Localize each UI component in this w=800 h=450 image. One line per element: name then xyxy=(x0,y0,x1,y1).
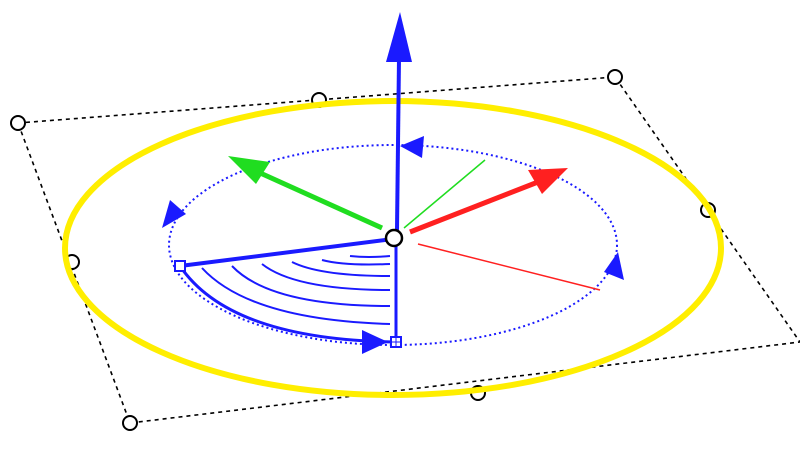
bbox-corner-handle-top-left[interactable] xyxy=(10,115,26,131)
z-axis-shaft[interactable] xyxy=(395,57,401,231)
z-axis-arrow-icon[interactable] xyxy=(386,12,412,62)
x-axis-reference-line xyxy=(417,243,601,291)
bbox-corner-handle-bottom-left[interactable] xyxy=(122,415,138,431)
sweep-end-arrow-icon xyxy=(362,330,388,354)
x-axis-arrow-icon[interactable] xyxy=(528,168,568,194)
pivot-center-handle[interactable] xyxy=(384,228,404,248)
inner-rotation-ellipse[interactable] xyxy=(168,144,618,346)
rotation-arrow-right-icon xyxy=(604,252,624,280)
rotation-arrow-left-icon xyxy=(162,200,186,228)
y-axis-reference-line xyxy=(403,159,486,229)
y-axis-shaft[interactable] xyxy=(256,169,384,231)
bbox-corner-handle-top-right[interactable] xyxy=(607,69,623,85)
x-axis-shaft[interactable] xyxy=(409,179,539,235)
angle-sweep-indicator xyxy=(174,237,402,354)
bounding-box-outline xyxy=(16,76,800,424)
rotation-arrow-top-icon xyxy=(400,136,424,158)
y-axis-arrow-icon[interactable] xyxy=(228,156,270,184)
outer-rotation-ring[interactable] xyxy=(62,98,724,398)
sweep-start-handle[interactable] xyxy=(174,260,186,272)
